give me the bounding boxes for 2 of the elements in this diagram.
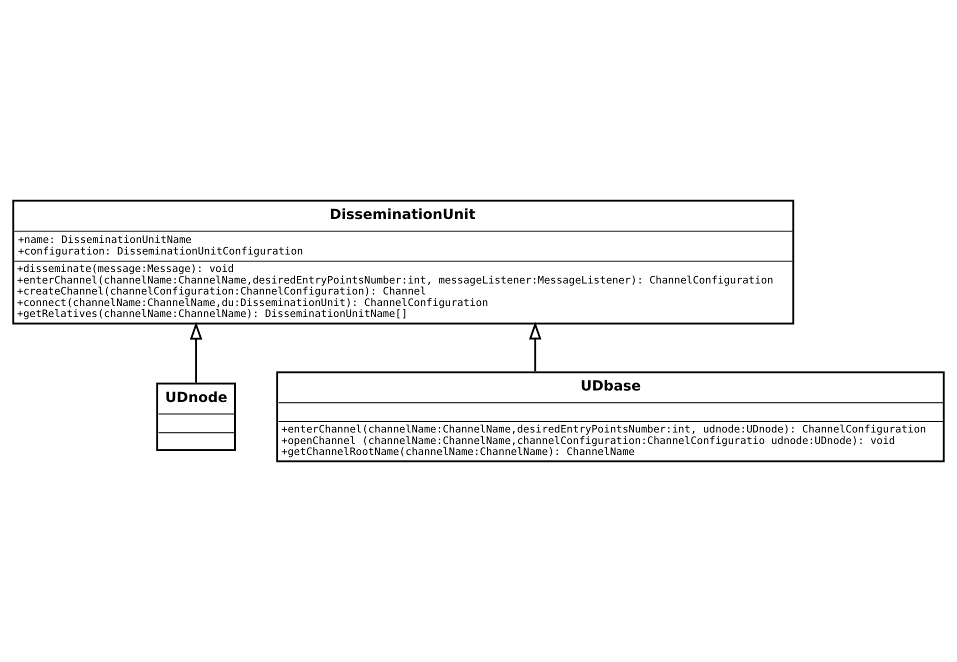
arrow [528,322,542,372]
arrow [190,322,202,382]
